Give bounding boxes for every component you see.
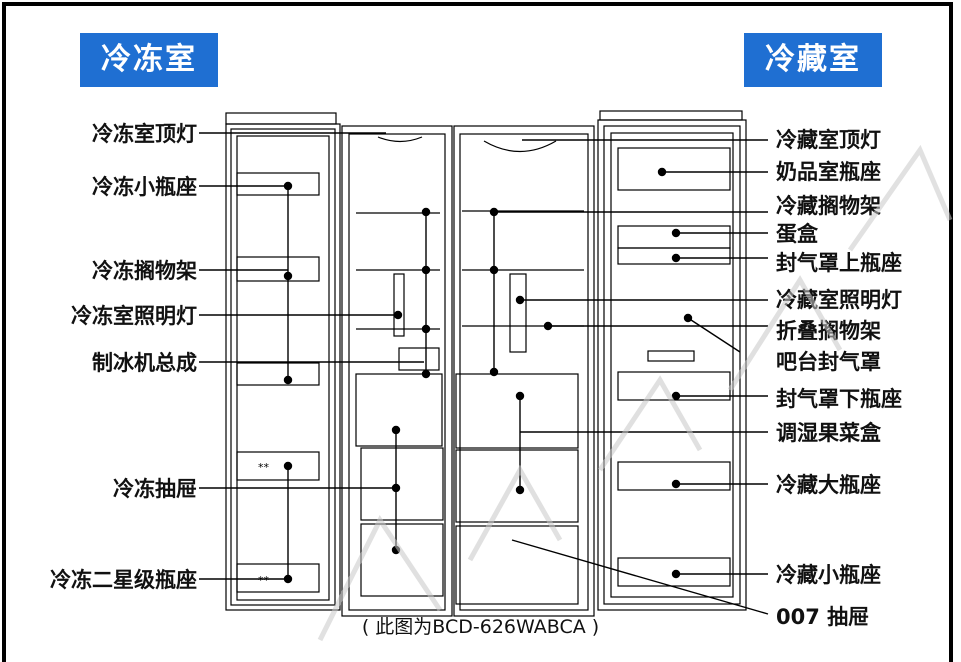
label-drawer-007: 007 抽屉: [776, 605, 870, 629]
model-caption: ( 此图为BCD-626WABCA ): [361, 616, 600, 638]
label-fridge-top-light: 冷藏室顶灯: [776, 128, 881, 152]
label-freezer-shelf: 冷冻搁物架: [92, 259, 197, 283]
label-freezer-two-star-bottle-seat: 冷冻二星级瓶座: [50, 568, 197, 592]
fridge-cabinet: [453, 125, 595, 617]
door-mark-1: **: [258, 461, 270, 474]
label-freezer-drawer: 冷冻抽屉: [113, 477, 197, 501]
label-upper-seal-bottle-seat: 封气罩上瓶座: [776, 251, 902, 275]
freezer-cabinet: [341, 125, 453, 617]
label-freezer-top-light: 冷冻室顶灯: [92, 122, 197, 146]
label-fridge-large-bottle-seat: 冷藏大瓶座: [776, 473, 881, 497]
label-dairy-bottle-seat: 奶品室瓶座: [776, 160, 881, 184]
label-fridge-shelf: 冷藏搁物架: [776, 194, 881, 218]
door-mark-2: **: [258, 574, 270, 587]
fridge-title-badge: 冷藏室: [744, 33, 882, 87]
label-lower-seal-bottle-seat: 封气罩下瓶座: [776, 387, 902, 411]
label-egg-box: 蛋盒: [776, 222, 818, 246]
label-ice-maker-assembly: 制冰机总成: [92, 351, 197, 375]
fridge-door: [597, 110, 747, 611]
label-fridge-lighting: 冷藏室照明灯: [776, 288, 902, 312]
label-folding-shelf: 折叠搁物架: [776, 319, 881, 343]
label-humidity-crisper: 调湿果菜盒: [776, 421, 881, 445]
label-freezer-lighting: 冷冻室照明灯: [71, 304, 197, 328]
label-fridge-small-bottle-seat: 冷藏小瓶座: [776, 563, 881, 587]
label-bar-seal-cover: 吧台封气罩: [776, 350, 881, 374]
freezer-title-badge: 冷冻室: [80, 33, 218, 87]
label-freezer-small-bottle-seat: 冷冻小瓶座: [92, 175, 197, 199]
